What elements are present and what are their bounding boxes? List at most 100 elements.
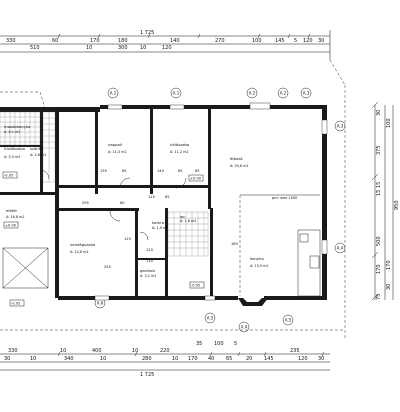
dim-bottom-inner-4: 280 bbox=[142, 356, 152, 362]
dim-top-outer-4: 140 bbox=[170, 38, 180, 44]
dim-bottom-outer-0: 330 bbox=[8, 348, 18, 354]
dim-top-outer-7: 145 bbox=[275, 38, 285, 44]
grid-label-a4-right: A.4 bbox=[337, 246, 344, 251]
door-swings bbox=[39, 169, 187, 241]
room-area-8: A: 1,9 m2 bbox=[152, 226, 168, 230]
dim-bottom-inner-9: 20 bbox=[246, 356, 252, 362]
room-name-4: hálószoba bbox=[170, 142, 189, 147]
dim-bottom-inner-3: 10 bbox=[100, 356, 106, 362]
dim-bottom-outer-6: 100 bbox=[214, 341, 224, 347]
bay-window bbox=[238, 298, 268, 306]
dim-int-6: 115 bbox=[148, 195, 155, 199]
room-labels: mosdokonyha A: 6,1 m2 fürdőszoba A: 5,3 … bbox=[4, 124, 298, 278]
room-area-7: A: 14,6 m2 bbox=[70, 250, 89, 254]
dim-int-12: 250 bbox=[104, 265, 112, 269]
dim-bottom-inner-11: 120 bbox=[298, 356, 308, 362]
dim-top-outer-0: 330 bbox=[6, 38, 16, 44]
dashed-outline bbox=[0, 59, 346, 340]
dim-int-8: 85 bbox=[195, 169, 200, 173]
room-name-9: gardrob bbox=[140, 268, 155, 273]
dim-int-9: 120 bbox=[146, 248, 154, 252]
room-name-3: nappali bbox=[108, 142, 122, 147]
room-name-8: kamra bbox=[152, 220, 164, 225]
grid-label-a5b-bottom: A.5 bbox=[207, 316, 214, 321]
dim-right-1: 375 bbox=[376, 145, 382, 155]
dim-top-outer-8: 5 bbox=[294, 38, 297, 44]
dim-right-2: 15 bbox=[376, 182, 382, 188]
grid-axis-markers-top: A.1 A.1 A.2 A.2 A.3 A.3 A.4 A.4 A.5 A.5 … bbox=[94, 87, 346, 333]
dim-bottom-outer-4: 220 bbox=[160, 348, 170, 354]
dim-int-13: 165 bbox=[231, 242, 238, 246]
room-name-7: vendégszoba bbox=[70, 242, 95, 247]
dim-int-5: 80 bbox=[120, 201, 125, 205]
room-name-10: konyha bbox=[250, 256, 264, 261]
room-name-0: mosdokonyha bbox=[4, 124, 31, 129]
dim-int-3: 65 bbox=[178, 169, 183, 173]
total-width-bottom: 1 725 bbox=[140, 372, 154, 378]
grid-label-a6-bottom: A.6 bbox=[97, 301, 104, 306]
dim-top-outer-10: 30 bbox=[318, 38, 324, 44]
grid-label-a2b-top: A.2 bbox=[280, 91, 287, 96]
dim-top-outer-5: 270 bbox=[215, 38, 225, 44]
dim-right-6: 75 bbox=[376, 294, 382, 300]
room-area-3: A: 11,3 m2 bbox=[108, 150, 127, 154]
total-depth: 950 bbox=[394, 200, 400, 210]
dim-right-3: 15 bbox=[376, 190, 382, 196]
dim-bottom-inner-8: 65 bbox=[226, 356, 232, 362]
dim-bottom-inner-5: 10 bbox=[172, 356, 178, 362]
dim-top-inner-0: 510 bbox=[30, 45, 40, 51]
right-dimension-chain: 30 375 15 15 500 170 75 100 170 30 950 bbox=[371, 101, 400, 301]
dim-bottom-inner-1: 10 bbox=[30, 356, 36, 362]
room-name-6: előtér bbox=[6, 208, 18, 213]
dim-int-10: 110 bbox=[146, 259, 154, 263]
dim-right-7: 100 bbox=[386, 118, 392, 128]
dim-bottom-outer-2: 400 bbox=[92, 348, 102, 354]
interior-dimensions: 135 65 140 65 295 80 115 65 85 120 110 1… bbox=[82, 169, 238, 269]
dim-bottom-inner-7: 40 bbox=[208, 356, 214, 362]
tile-pattern bbox=[0, 111, 209, 257]
room-name-2: szárító bbox=[30, 146, 43, 151]
level-1: ±0.00 bbox=[190, 177, 202, 181]
room-area-10: A: 13,5 m2 bbox=[250, 264, 269, 268]
dim-bottom-inner-6: 170 bbox=[188, 356, 198, 362]
stair-shaft bbox=[2, 247, 49, 289]
dim-bottom-outer-7: 5 bbox=[234, 341, 237, 347]
dim-top-inner-3: 10 bbox=[140, 45, 146, 51]
dim-top-inner-4: 120 bbox=[162, 45, 172, 51]
dim-top-outer-6: 100 bbox=[252, 38, 262, 44]
room-area-11: A: 1,8 m2 bbox=[180, 219, 196, 223]
dim-bottom-outer-5: 35 bbox=[196, 341, 202, 347]
grid-label-a4-bottom: A.4 bbox=[241, 325, 248, 330]
dim-bottom-inner-10: 145 bbox=[264, 356, 274, 362]
windows bbox=[94, 102, 328, 301]
dim-bottom-inner-2: 340 bbox=[64, 356, 74, 362]
level-2: -0.05 bbox=[191, 284, 200, 288]
dim-top-outer-1: 60 bbox=[52, 38, 58, 44]
room-name-11: wc bbox=[180, 214, 185, 219]
level-4: -0.05 bbox=[11, 302, 20, 306]
kitchen-counter bbox=[239, 194, 321, 297]
dim-right-9: 30 bbox=[386, 284, 392, 290]
room-area-2: A: 2,6 m2 bbox=[30, 153, 46, 157]
room-area-0: A: 6,1 m2 bbox=[4, 130, 20, 134]
dim-int-2: 140 bbox=[157, 169, 165, 173]
level-markers: ±0.00 ±0.00 -0.05 -0.05 -0.05 bbox=[2, 171, 205, 307]
dim-right-8: 170 bbox=[386, 260, 392, 270]
dim-int-4: 295 bbox=[82, 201, 89, 205]
room-area-1: A: 5,3 m2 bbox=[4, 155, 20, 159]
dim-right-4: 500 bbox=[376, 236, 382, 246]
dim-int-1: 65 bbox=[122, 169, 127, 173]
interior-walls bbox=[0, 109, 213, 298]
grid-label-a2-top: A.2 bbox=[249, 91, 256, 96]
dim-int-0: 135 bbox=[100, 169, 107, 173]
dim-top-inner-2: 300 bbox=[118, 45, 128, 51]
dim-top-inner-1: 10 bbox=[86, 45, 92, 51]
level-3: -0.05 bbox=[4, 174, 13, 178]
dim-top-outer-2: 170 bbox=[90, 38, 100, 44]
dim-bottom-inner-12: 30 bbox=[318, 356, 324, 362]
dim-top-outer-3: 180 bbox=[118, 38, 128, 44]
dim-bottom-inner-0: 30 bbox=[4, 356, 10, 362]
dim-bottom-outer-8: 235 bbox=[290, 348, 300, 354]
dim-bottom-outer-3: 10 bbox=[132, 348, 138, 354]
dim-right-0: 30 bbox=[376, 110, 382, 116]
